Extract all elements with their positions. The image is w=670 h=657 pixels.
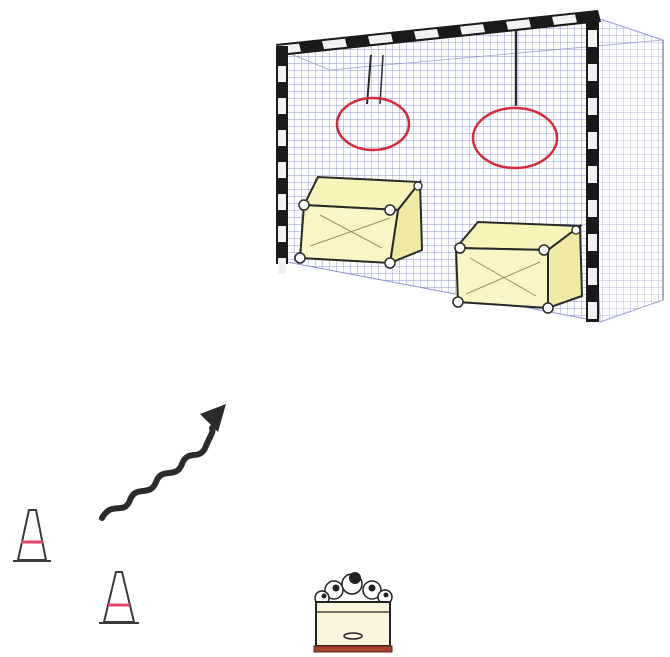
dribble-path-arrow bbox=[102, 404, 226, 518]
marker-cone-upper bbox=[13, 510, 51, 561]
vaulting-box-left bbox=[295, 177, 422, 268]
ball-crate bbox=[314, 572, 392, 652]
crate-balls bbox=[315, 572, 392, 605]
goal-side-net bbox=[588, 18, 663, 322]
marker-cone-lower bbox=[99, 572, 139, 623]
goal-right-post bbox=[586, 14, 599, 322]
goal-left-post bbox=[276, 46, 288, 274]
vaulting-box-right bbox=[453, 222, 582, 313]
